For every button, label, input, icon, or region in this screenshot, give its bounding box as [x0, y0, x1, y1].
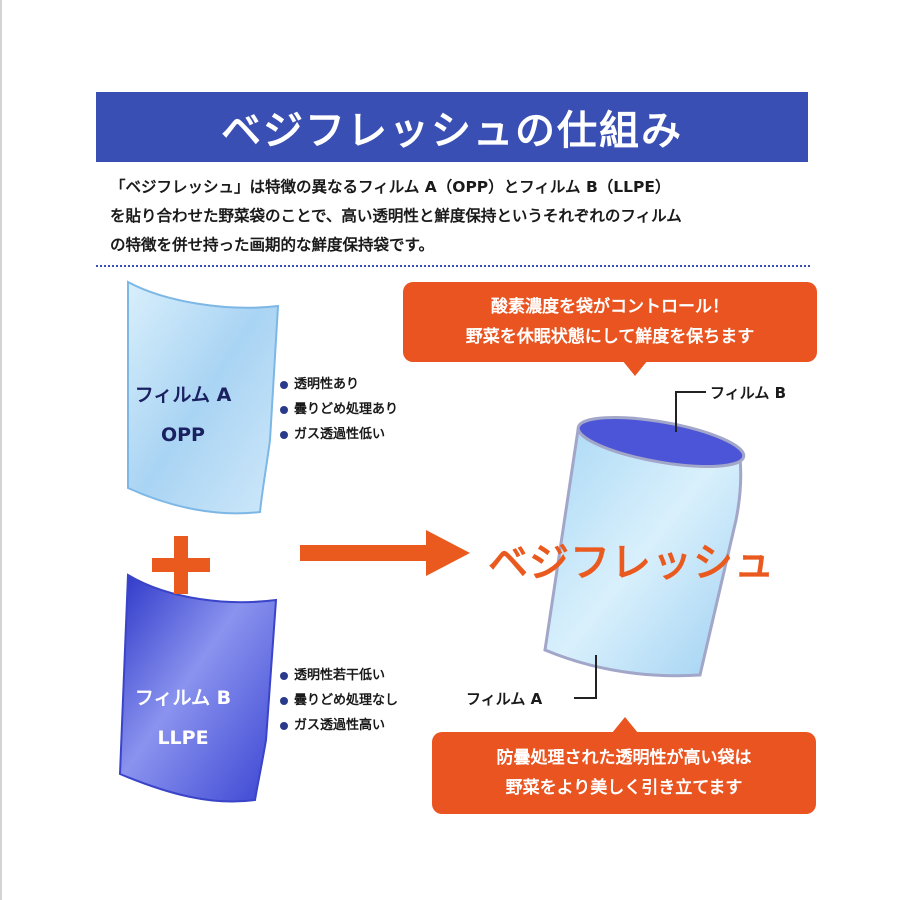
film-b-label: フィルム B LLPE: [126, 678, 240, 758]
pointer-line-film-a: [574, 655, 597, 699]
callout-top-line-2: 野菜を休眠状態にして鮮度を保ちます: [465, 327, 755, 347]
title-banner: ベジフレッシュの仕組み: [96, 92, 808, 162]
pointer-line-film-b: [675, 391, 706, 432]
list-item: ガス透過性低い: [280, 422, 398, 447]
film-a-sheet: [127, 280, 280, 515]
bullet-icon: [280, 671, 288, 680]
list-item: 曇りどめ処理なし: [280, 688, 398, 713]
film-b-features: 透明性若干低い 曇りどめ処理なし ガス透過性高い: [280, 663, 398, 738]
film-b-sheet: [118, 573, 278, 803]
bullet-icon: [280, 380, 288, 389]
bullet-icon: [280, 405, 288, 414]
film-a-name: フィルム A: [134, 384, 232, 406]
bullet-icon: [280, 721, 288, 730]
list-item: 透明性若干低い: [280, 663, 398, 688]
film-b-name: フィルム B: [134, 687, 232, 709]
film-a-material: OPP: [160, 424, 205, 446]
description-line-1: 「ベジフレッシュ」は特徴の異なるフィルム A（OPP）とフィルム B（LLPE）: [110, 178, 671, 196]
product-name: ベジフレッシュ: [488, 540, 775, 586]
film-a-label: フィルム A OPP: [126, 375, 240, 455]
film-b-material: LLPE: [157, 727, 209, 749]
callout-bottom: 防曇処理された透明性が高い袋は 野菜をより美しく引き立てます: [432, 732, 816, 814]
description: 「ベジフレッシュ」は特徴の異なるフィルム A（OPP）とフィルム B（LLPE）…: [110, 173, 830, 260]
callout-top: 酸素濃度を袋がコントロール！ 野菜を休眠状態にして鮮度を保ちます: [403, 282, 817, 362]
bullet-icon: [280, 696, 288, 705]
film-a-features: 透明性あり 曇りどめ処理あり ガス透過性低い: [280, 372, 398, 447]
bag-illustration: [543, 415, 746, 678]
callout-top-line-1: 酸素濃度を袋がコントロール！: [491, 297, 729, 317]
bullet-icon: [280, 430, 288, 439]
description-line-3: の特徴を併せ持った画期的な鮮度保持袋です。: [110, 236, 434, 254]
dotted-divider: [96, 265, 810, 267]
list-item: 透明性あり: [280, 372, 398, 397]
callout-top-tail: [622, 360, 648, 376]
left-edge-line: [0, 0, 2, 900]
list-item: 曇りどめ処理あり: [280, 397, 398, 422]
plus-icon: [152, 536, 210, 594]
bag-label-film-b: フィルム B: [710, 384, 787, 402]
callout-bottom-tail: [612, 717, 638, 733]
bag-label-film-a: フィルム A: [466, 690, 543, 708]
callout-bottom-line-1: 防曇処理された透明性が高い袋は: [496, 748, 752, 768]
description-line-2: を貼り合わせた野菜袋のことで、高い透明性と鮮度保持というそれぞれのフィルム: [110, 207, 682, 225]
arrow-right-icon: [300, 530, 470, 576]
list-item: ガス透過性高い: [280, 713, 398, 738]
callout-bottom-line-2: 野菜をより美しく引き立てます: [505, 778, 743, 798]
page-title: ベジフレッシュの仕組み: [221, 108, 683, 154]
